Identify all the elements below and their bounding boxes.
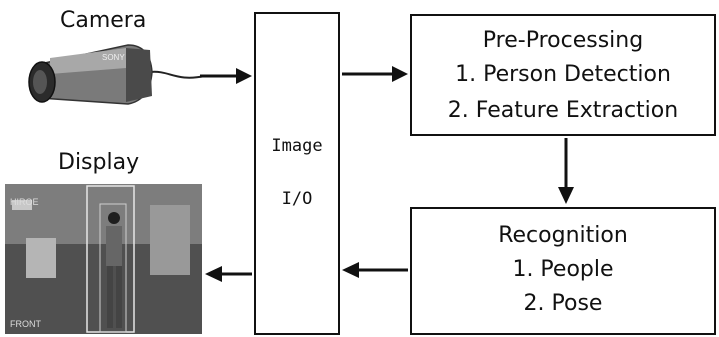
- camera-label: Camera: [60, 8, 147, 33]
- arrow-io-to-display: [205, 266, 252, 282]
- preprocessing-item: 2. Feature Extraction: [447, 98, 679, 123]
- preprocessing-item: 1. Person Detection: [455, 62, 671, 87]
- recognition-box: Recognition 1. People 2. Pose: [410, 207, 716, 335]
- display-screen-icon: HIROE FRONT: [5, 184, 202, 334]
- image-io-line1: Image: [271, 136, 323, 156]
- display-tag-top: HIROE: [10, 197, 39, 207]
- arrow-preprocessing-to-recognition: [558, 138, 574, 204]
- recognition-item: 2. Pose: [523, 291, 603, 316]
- display-tag-bottom: FRONT: [10, 319, 41, 329]
- recognition-item: 1. People: [512, 257, 614, 282]
- preprocessing-box: Pre-Processing 1. Person Detection 2. Fe…: [410, 14, 716, 136]
- arrow-io-to-preprocessing: [342, 66, 408, 82]
- camera-brand: SONY: [102, 53, 125, 62]
- recognition-title: Recognition: [498, 223, 628, 248]
- image-io-box: Image I/O: [254, 12, 340, 335]
- preprocessing-title: Pre-Processing: [482, 28, 644, 53]
- display-label: Display: [58, 150, 140, 175]
- arrow-recognition-to-io: [342, 262, 408, 278]
- image-io-line2: I/O: [281, 189, 313, 209]
- camera-icon: SONY: [28, 44, 206, 105]
- arrow-camera-to-io: [200, 68, 252, 84]
